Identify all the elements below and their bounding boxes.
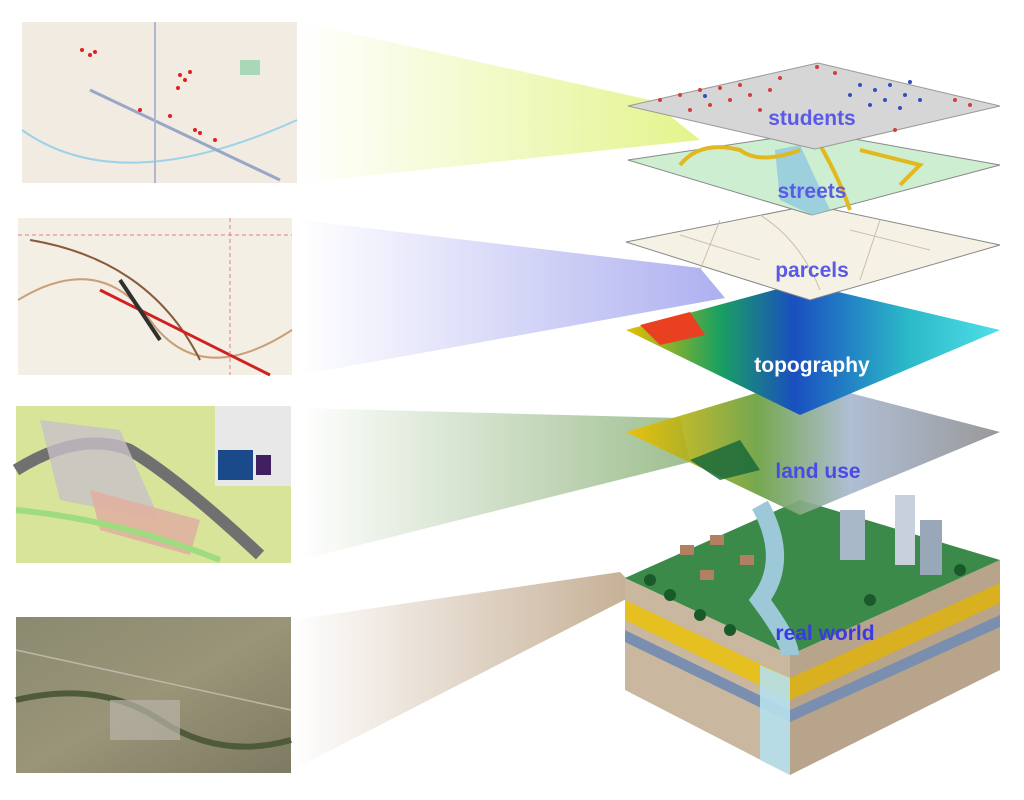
beam-land-use	[300, 408, 690, 560]
thumbnail-topographic-map	[17, 218, 293, 377]
layer-land-use	[626, 380, 1000, 515]
layer-students	[627, 62, 1001, 150]
layer-streets	[627, 131, 1001, 216]
layer-label-land-use: land use	[775, 460, 860, 483]
layer-parcels	[625, 204, 1001, 301]
layer-label-parcels: parcels	[775, 259, 849, 282]
beam-parcels	[300, 220, 725, 375]
layer-label-streets: streets	[778, 180, 847, 203]
layer-label-real-world: real world	[775, 622, 874, 645]
layer-real-world	[625, 495, 1000, 775]
thumbnail-satellite-image	[15, 617, 292, 773]
beam-real-world	[292, 572, 640, 770]
beam-students	[300, 22, 700, 183]
layer-label-students: students	[768, 107, 856, 130]
layer-topography	[626, 283, 1000, 415]
layer-label-topography: topography	[754, 354, 870, 377]
thumbnail-street-map	[21, 22, 298, 183]
thumbnail-land-use-map	[12, 406, 291, 563]
